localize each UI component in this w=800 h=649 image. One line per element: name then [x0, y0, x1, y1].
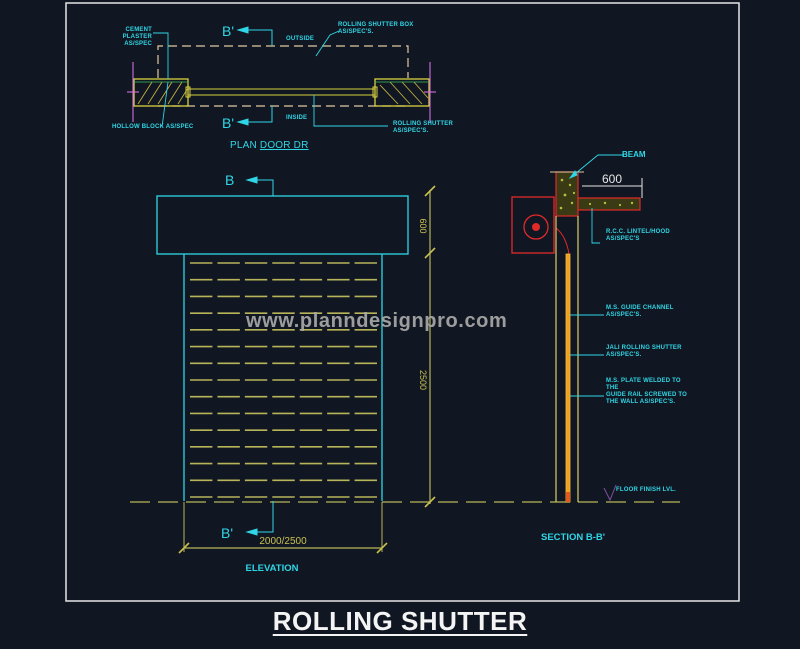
drawing-title: ROLLING SHUTTER	[0, 606, 800, 637]
note-rcc-lintel: R.C.C. LINTEL/HOOD AS/SPEC'S	[606, 229, 670, 242]
shutter-hood-box	[156, 195, 409, 255]
watermark: www.planndesignpro.com	[246, 310, 508, 332]
note-shutter-box: ROLLING SHUTTER BOX AS/SPEC'S.	[338, 22, 414, 35]
note-hollow-block: HOLLOW BLOCK AS/SPEC	[112, 124, 194, 130]
dim-shutter-height: 2500	[418, 370, 428, 390]
plan-title-prefix: PLAN	[230, 140, 260, 151]
sheet-border	[65, 2, 740, 602]
note-floor-finish: FLOOR FINISH LVL.	[616, 487, 676, 493]
beam-label: BEAM	[622, 150, 646, 159]
elevation-view: 2000/2500 600 2500 B B' ELEVATION	[130, 172, 680, 574]
elevation-section-mark-top: B	[225, 172, 234, 188]
note-rolling-shutter: ROLLING SHUTTER AS/SPEC'S.	[393, 121, 453, 134]
elevation-section-mark-bottom: B'	[221, 525, 233, 541]
plan-title-underlined: DOOR DR	[259, 140, 309, 151]
note-guide-channel: M.S. GUIDE CHANNEL AS/SPEC'S.	[606, 305, 674, 318]
label-inside: INSIDE	[286, 115, 308, 121]
elevation-title: ELEVATION	[246, 563, 299, 574]
label-outside: OUTSIDE	[286, 36, 315, 42]
dim-box-height: 600	[418, 218, 428, 233]
shutter-slats	[190, 262, 377, 498]
note-cement-plaster: CEMENT PLASTER AS/SPEC	[122, 27, 152, 47]
section-view: 600 BEAM SECTION B-B'	[511, 150, 646, 543]
plan-section-mark-top: B'	[222, 23, 234, 39]
plan-view: B' B'	[127, 23, 436, 131]
dim-lintel: 600	[602, 172, 622, 186]
drawing-title-text: ROLLING SHUTTER	[272, 606, 528, 636]
plan-title: PLAN DOOR DR	[230, 140, 309, 152]
note-ms-plate: M.S. PLATE WELDED TO THE GUIDE RAIL SCRE…	[606, 378, 687, 405]
section-title: SECTION B-B'	[541, 532, 605, 543]
dim-width: 2000/2500	[259, 536, 307, 547]
note-jali-shutter: JALI ROLLING SHUTTER AS/SPEC'S.	[606, 345, 682, 358]
plan-section-mark-bottom: B'	[222, 115, 234, 131]
